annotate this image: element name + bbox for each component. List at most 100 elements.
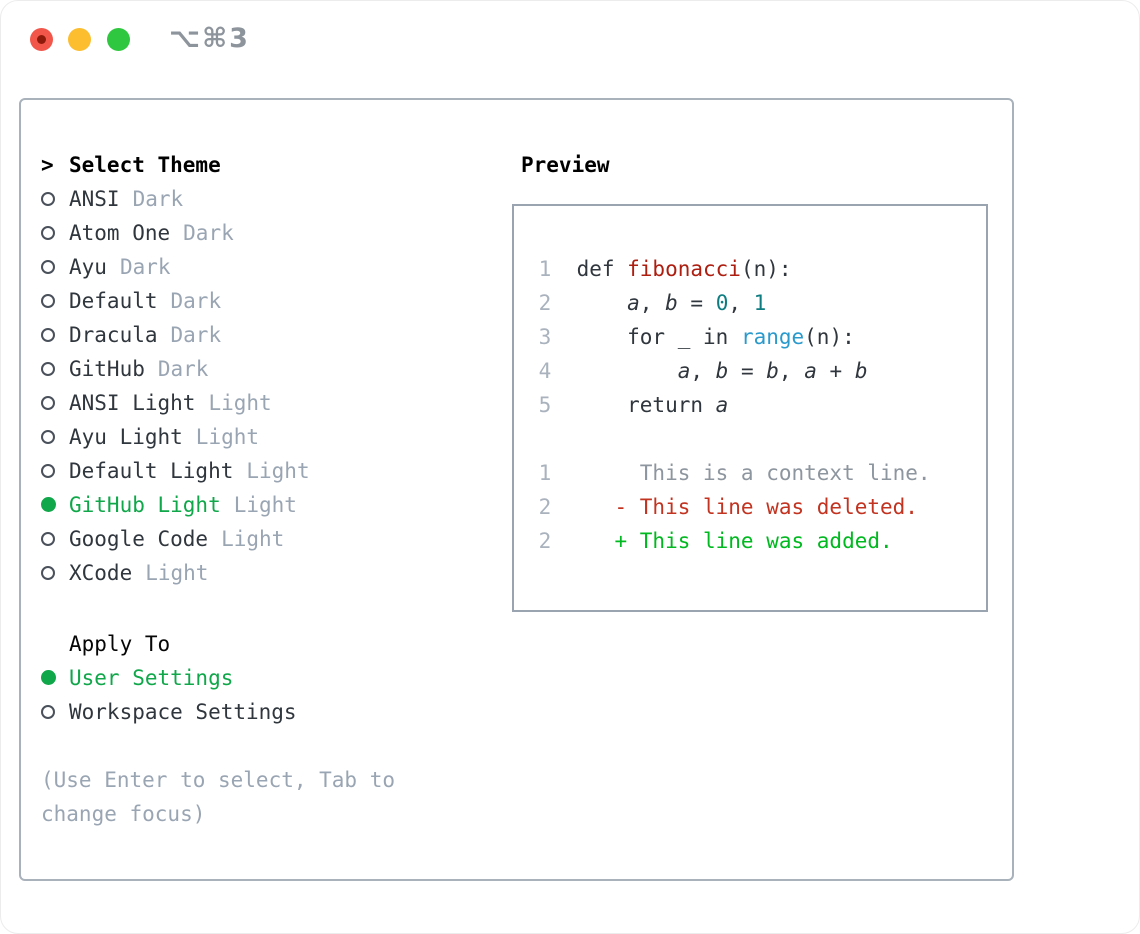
code-token-variable: a <box>677 359 691 383</box>
select-theme-title: Select Theme <box>69 153 221 177</box>
code-token-plain: = <box>677 291 716 315</box>
code-token-variable: a <box>804 359 817 383</box>
preview-title: Preview <box>521 153 610 177</box>
code-line: 4 a, b = b, a + b <box>526 354 986 388</box>
prompt-caret-icon: > <box>41 153 54 177</box>
maximize-button[interactable] <box>107 28 130 51</box>
theme-option-dracula[interactable]: Dracula Dark <box>41 318 473 352</box>
code-line: 2 - This line was deleted. <box>526 490 986 524</box>
radio-unselected-icon <box>41 454 56 488</box>
line-number: 1 <box>538 461 552 485</box>
code-token-variable: b <box>854 359 868 383</box>
code-token-plain <box>577 291 628 315</box>
radio-unselected-icon <box>41 284 56 318</box>
titlebar: ⌥⌘3 <box>1 1 1139 79</box>
code-token-plain: , <box>728 291 754 315</box>
theme-option-ansi-light[interactable]: ANSI Light Light <box>41 386 473 420</box>
radio-unselected-icon <box>41 386 56 420</box>
radio-unselected-icon <box>41 352 56 386</box>
code-token-plain: , <box>639 291 666 315</box>
radio-unselected-icon <box>41 695 56 729</box>
code-token-plain: (n): <box>804 325 855 349</box>
option-label: GitHub <box>69 357 145 381</box>
option-label: Ayu Light <box>69 425 183 449</box>
close-dot-icon <box>37 35 46 44</box>
section-spacer <box>41 590 473 627</box>
theme-option-github[interactable]: GitHub Dark <box>41 352 473 386</box>
code-line: 3 for _ in range(n): <box>526 320 986 354</box>
radio-unselected-icon <box>41 556 56 590</box>
code-line: 1 This is a context line. <box>526 456 986 490</box>
radio-unselected-icon <box>41 250 56 284</box>
code-token-plain <box>577 359 678 383</box>
code-token-plain: (n): <box>740 257 792 281</box>
line-number: 4 <box>538 359 552 383</box>
theme-variant-label: Dark <box>183 221 234 245</box>
code-token-plain: , <box>690 359 716 383</box>
theme-variant-label: Dark <box>132 187 184 211</box>
theme-variant-label: Dark <box>157 357 209 381</box>
radio-unselected-icon <box>41 216 56 250</box>
code-line: 2 + This line was added. <box>526 524 986 558</box>
option-label: Default <box>69 289 158 313</box>
option-label: GitHub Light <box>69 493 221 517</box>
theme-variant-label: Dark <box>170 323 222 347</box>
apply-to-header: Apply To <box>41 627 473 661</box>
code-token-variable: a <box>627 291 640 315</box>
theme-option-default[interactable]: Default Dark <box>41 284 473 318</box>
code-token-variable: a <box>715 393 729 417</box>
radio-unselected-icon <box>41 522 56 556</box>
code-token-deleted: - This line was deleted. <box>576 495 918 519</box>
line-number: 2 <box>538 495 552 519</box>
line-number: 2 <box>538 291 552 315</box>
code-token-variable: b <box>665 291 678 315</box>
code-token-plain: + <box>816 359 855 383</box>
option-label: Default Light <box>69 459 234 483</box>
theme-variant-label: Light <box>145 561 209 585</box>
code-token-function: fibonacci <box>627 257 741 281</box>
code-token-number: 1 <box>753 291 767 315</box>
apply-to-title: Apply To <box>69 632 171 656</box>
theme-option-default-light[interactable]: Default Light Light <box>41 454 473 488</box>
radio-unselected-icon <box>41 318 56 352</box>
theme-variant-label: Light <box>221 527 285 551</box>
code-line <box>526 422 986 456</box>
code-token-builtin: range <box>740 325 805 349</box>
code-token-plain: , <box>778 359 805 383</box>
theme-variant-label: Light <box>246 459 310 483</box>
option-label: ANSI <box>69 187 120 211</box>
apply-option-workspace-settings[interactable]: Workspace Settings <box>41 695 473 729</box>
code-token-variable: b <box>715 359 729 383</box>
theme-variant-label: Light <box>208 391 272 415</box>
option-label: Dracula <box>69 323 158 347</box>
radio-selected-icon <box>41 488 56 522</box>
code-line: 2 a, b = 0, 1 <box>526 286 986 320</box>
line-number: 1 <box>538 257 552 281</box>
line-number: 5 <box>538 393 552 417</box>
theme-option-ansi[interactable]: ANSI Dark <box>41 182 473 216</box>
minimize-button[interactable] <box>68 28 91 51</box>
option-label: Workspace Settings <box>69 700 297 724</box>
window-title: ⌥⌘3 <box>169 23 250 54</box>
code-token-number: 0 <box>715 291 729 315</box>
select-theme-header: > Select Theme <box>41 148 473 182</box>
apply-option-user-settings[interactable]: User Settings <box>41 661 473 695</box>
radio-selected-icon <box>41 661 56 695</box>
theme-variant-label: Dark <box>170 289 222 313</box>
option-label: ANSI Light <box>69 391 196 415</box>
code-line: 5 return a <box>526 388 986 422</box>
close-button[interactable] <box>30 28 53 51</box>
code-token-added: + This line was added. <box>576 529 893 553</box>
